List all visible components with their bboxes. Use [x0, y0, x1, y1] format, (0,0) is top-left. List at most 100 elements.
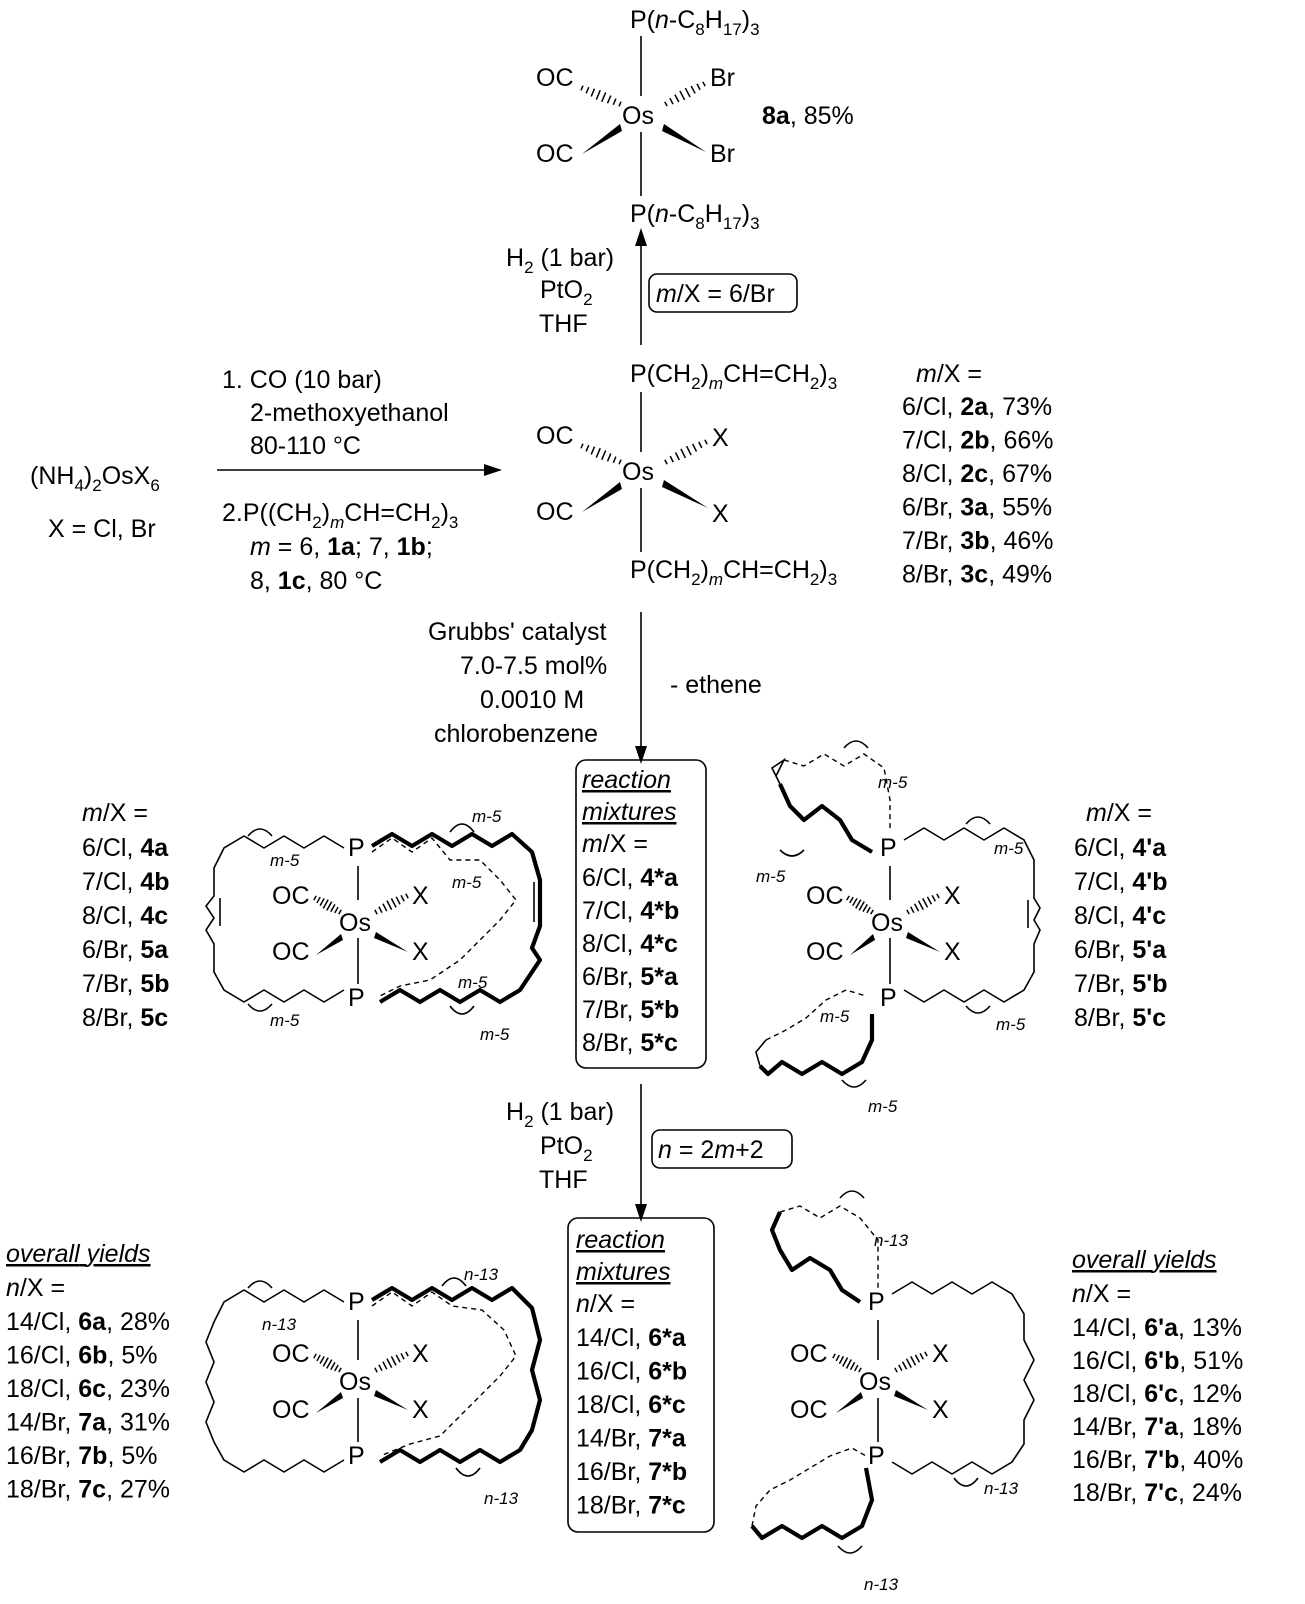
middle-yield-cond: 7/Cl, — [902, 427, 960, 455]
final-left-title: overall yields — [6, 1240, 151, 1268]
final-mixture-compound: 6*a — [648, 1324, 687, 1352]
co-upper-4p: OC — [806, 882, 844, 910]
hashed-bond — [374, 1351, 409, 1373]
middle-yield-cond: 7/Br, — [902, 527, 960, 555]
p-lower-4p: P — [880, 984, 897, 1012]
final-mixture-row: 16/Cl, 6*b — [576, 1358, 687, 1386]
final-right-cond: 16/Cl, — [1072, 1347, 1144, 1375]
middle-yield-cond: 8/Br, — [902, 561, 960, 589]
pto2-bottom: PtO2 — [540, 1132, 593, 1165]
rcm-left-row: 8/Cl, 4c — [82, 902, 168, 930]
rcm-right-cond: 6/Cl, — [1074, 834, 1132, 862]
middle-yield-yield: , 49% — [988, 561, 1052, 589]
m-sub-4-ir: m-5 — [452, 873, 482, 892]
co-upper-6p: OC — [790, 1340, 828, 1368]
hashed-bond — [906, 893, 940, 915]
rcm-mixture-header: m/X = — [582, 830, 648, 858]
p-lower-6p: P — [868, 1442, 885, 1470]
rcm-mixture-cond: 8/Cl, — [582, 930, 640, 958]
ligand-top-8a: P(n-C8H17)3 — [630, 6, 760, 39]
middle-yield-row: 7/Cl, 2b, 66% — [902, 427, 1053, 455]
final-mixture-compound: 7*c — [648, 1492, 686, 1520]
final-mixture-compound: 6*c — [648, 1391, 686, 1419]
rcm-mixture-row: 6/Cl, 4*a — [582, 864, 679, 892]
middle-yield-row: 7/Br, 3b, 46% — [902, 527, 1054, 555]
final-right-cond: 14/Br, — [1072, 1413, 1144, 1441]
final-mixture-box — [567, 1217, 715, 1533]
final-right-compound: 6'b — [1144, 1347, 1179, 1375]
m-sub-4p-bottom: m-5 — [868, 1097, 898, 1116]
ligand-bottom-2: P(CH2)mCH=CH2)3 — [630, 556, 837, 589]
final-left-compound: 6a — [78, 1308, 107, 1336]
co-upper-8a: OC — [536, 64, 574, 92]
rcm-mixture-compound: 5*c — [640, 1029, 678, 1057]
final-mixture-cond: 14/Cl, — [576, 1324, 648, 1352]
final-right-compound: 6'a — [1144, 1314, 1179, 1342]
rcm-right-compound: 5'c — [1132, 1004, 1166, 1032]
middle-yield-yield: , 67% — [988, 460, 1052, 488]
final-right-yield: , 40% — [1179, 1446, 1243, 1474]
final-left-compound: 7b — [78, 1442, 107, 1470]
final-right-title: overall yields — [1072, 1246, 1217, 1274]
condition-bottom-text: n = 2m+2 — [658, 1136, 764, 1164]
rcm-left-compound: 4a — [140, 834, 169, 862]
rcm-left-cond: 6/Br, — [82, 936, 140, 964]
co-upper-2: OC — [536, 422, 574, 450]
thf-top: THF — [539, 310, 588, 338]
middle-yield-row: 8/Br, 3c, 49% — [902, 561, 1052, 589]
condition-top-text: m/X = 6/Br — [656, 280, 775, 308]
metal-os-6p: Os — [859, 1368, 891, 1396]
final-left-cond: 18/Br, — [6, 1476, 78, 1504]
m-sub-4p-ll: m-5 — [820, 1007, 850, 1026]
rcm-mixture-compound: 4*c — [640, 930, 678, 958]
m-sub-4p-ur: m-5 — [994, 839, 1024, 858]
rcm-mixture-row: 7/Br, 5*b — [582, 996, 679, 1024]
rcm-mixture-title2: mixtures — [582, 798, 676, 826]
rcm-left-compound: 5b — [140, 970, 169, 998]
final-right-row: 16/Cl, 6'b, 51% — [1072, 1347, 1243, 1375]
rcm-left-cond: 8/Br, — [82, 1004, 140, 1032]
final-mixture-cond: 18/Br, — [576, 1492, 648, 1520]
starting-material: (NH4)2OsX6 — [30, 462, 160, 495]
ligand-top-2: P(CH2)mCH=CH2)3 — [630, 360, 837, 393]
final-left-compound: 7a — [78, 1409, 107, 1437]
final-left-yield: , 5% — [107, 1442, 157, 1470]
hashed-bond — [846, 895, 874, 915]
rcm-left-row: 7/Br, 5b — [82, 970, 170, 998]
rcm-right-cond: 6/Br, — [1074, 936, 1132, 964]
rcm-right-list: 6/Cl, 4'a7/Cl, 4'b8/Cl, 4'c6/Br, 5'a7/Br… — [1074, 834, 1168, 1032]
rcm-mixture-cond: 6/Cl, — [582, 864, 640, 892]
m-sub-4-ll: m-5 — [270, 1011, 300, 1030]
hashed-bond — [580, 85, 622, 107]
step1-line2: 2-methoxyethanol — [250, 399, 449, 427]
metal-os-8a: Os — [622, 102, 654, 130]
rcm-mixture-cond: 8/Br, — [582, 1029, 640, 1057]
middle-yield-yield: , 73% — [988, 393, 1052, 421]
final-left-header: n/X = — [6, 1274, 65, 1302]
br-lower-8a: Br — [710, 140, 735, 168]
middle-yield-compound: 3a — [960, 494, 989, 522]
final-right-cond: 14/Cl, — [1072, 1314, 1144, 1342]
p-lower-4: P — [348, 984, 365, 1012]
rcm-left-compound: 4b — [140, 868, 169, 896]
middle-yield-compound: 2a — [960, 393, 989, 421]
co-lower-6p: OC — [790, 1396, 828, 1424]
hashed-bond — [894, 1351, 928, 1373]
rcm-right-row: 7/Cl, 4'b — [1074, 868, 1167, 896]
middle-yield-cond: 8/Cl, — [902, 460, 960, 488]
final-left-yield: , 5% — [107, 1342, 157, 1370]
co-lower-2: OC — [536, 498, 574, 526]
p-upper-6: P — [348, 1288, 365, 1316]
co-upper-6: OC — [272, 1340, 310, 1368]
p-lower-6: P — [348, 1442, 365, 1470]
br-upper-8a: Br — [710, 64, 735, 92]
hashed-bond — [313, 895, 342, 915]
x-lower-2: X — [712, 500, 729, 528]
hashed-bond — [374, 893, 409, 915]
hashed-bond — [580, 443, 622, 465]
final-mixture-compound: 7*b — [648, 1458, 687, 1486]
middle-yield-compound: 3c — [960, 561, 988, 589]
final-mixture-compound: 6*b — [648, 1358, 687, 1386]
m-sub-4-ul: m-5 — [270, 851, 300, 870]
hashed-bond — [664, 439, 708, 465]
